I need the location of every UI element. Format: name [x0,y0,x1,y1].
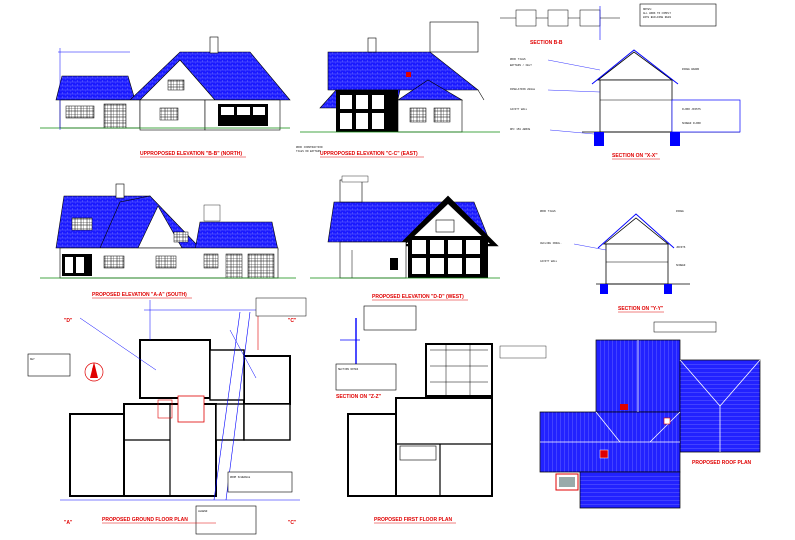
ground-floor-plan: KEY N ROOM SCHEDULE LEGEND "D" "C" "A" "… [27,297,307,535]
south-label: PROPOSED ELEVATION "A-A" (SOUTH) [92,292,187,298]
roof-plan-label: PROPOSED ROOF PLAN [692,460,752,466]
north-window-2 [159,107,179,121]
svg-text:"C": "C" [288,318,297,324]
svg-text:CEILING INSUL.: CEILING INSUL. [540,242,562,245]
north-window-1 [65,105,95,119]
svg-text:ROOF TILES: ROOF TILES [540,210,556,213]
svg-text:"D": "D" [64,318,73,324]
svg-text:SCREED: SCREED [676,264,686,267]
svg-text:RIDGE: RIDGE [676,210,684,213]
svg-text:ROOF CONSTRUCTION: ROOF CONSTRUCTION [296,146,323,149]
east-roof-main [327,51,479,91]
svg-text:LEGEND: LEGEND [198,510,208,513]
section-xx-label: SECTION ON "X-X" [612,153,658,159]
north-door [103,103,127,129]
svg-text:WITH BUILDING REGS: WITH BUILDING REGS [643,16,671,19]
svg-text:ROOF TILES: ROOF TILES [510,58,526,61]
section-zz-label: SECTION ON "Z-Z" [336,394,382,400]
svg-text:ALL WORK TO COMPLY: ALL WORK TO COMPLY [643,12,671,15]
svg-text:CAVITY WALL: CAVITY WALL [540,260,558,263]
svg-text:CAVITY WALL: CAVITY WALL [510,108,528,111]
svg-text:SCREED FLOOR: SCREED FLOOR [682,122,701,125]
east-wall-right [397,99,463,133]
ground-floor-label: PROPOSED GROUND FLOOR PLAN [102,517,188,523]
svg-text:FLOOR JOISTS: FLOOR JOISTS [682,108,701,111]
svg-text:ROOM SCHEDULE: ROOM SCHEDULE [230,476,251,479]
north-window-gable [167,79,185,91]
elevation-north: UPPROPOSED ELEVATION "B-B" (NORTH) [40,36,291,158]
svg-text:"C": "C" [288,520,297,526]
elevation-west: PROPOSED ELEVATION "D-D" (WEST) [310,175,500,301]
north-chimney [209,36,219,54]
north-label: UPPROPOSED ELEVATION "B-B" (NORTH) [140,151,242,157]
section-yy-label: SECTION ON "Y-Y" [618,306,664,312]
elevation-south: PROPOSED ELEVATION "A-A" (SOUTH) [40,183,296,299]
svg-text:TILES ON BATTENS: TILES ON BATTENS [296,150,321,153]
first-floor-plan: SECTION NOTES SECTION ON "Z-Z" PROPOSED … [335,305,547,524]
elevation-east: UPPROPOSED ELEVATION "C-C" (EAST) ROOF C… [296,21,500,158]
west-label: PROPOSED ELEVATION "D-D" (WEST) [372,294,464,300]
svg-text:"A": "A" [64,520,73,526]
first-floor-label: PROPOSED FIRST FLOOR PLAN [374,517,452,523]
east-chimney [367,37,377,53]
svg-text:DPC 150 ABOVE: DPC 150 ABOVE [510,128,531,131]
svg-text:RIDGE BOARD: RIDGE BOARD [682,68,700,71]
detail-strip-top: SECTION B-B NOTES: ALL WORK TO COMPLY WI… [500,3,717,46]
section-yy: ROOF TILES CEILING INSUL. CAVITY WALL RIDG… [540,210,717,333]
north-arrow-letter: N [92,368,96,374]
svg-text:INSULATION 200mm: INSULATION 200mm [510,88,535,91]
section-bb-label: SECTION B-B [530,40,563,46]
roof-plan: PROPOSED ROOF PLAN [539,339,761,509]
svg-text:NOTES:: NOTES: [643,8,652,11]
svg-text:JOISTS: JOISTS [676,246,686,249]
north-roof-left [55,75,136,101]
svg-text:BATTENS / FELT: BATTENS / FELT [510,63,532,67]
section-xx: ROOF TILES BATTENS / FELT INSULATION 200m… [510,49,741,160]
svg-text:KEY: KEY [30,358,35,361]
svg-text:SECTION NOTES: SECTION NOTES [338,368,359,371]
east-label: UPPROPOSED ELEVATION "C-C" (EAST) [320,151,418,157]
